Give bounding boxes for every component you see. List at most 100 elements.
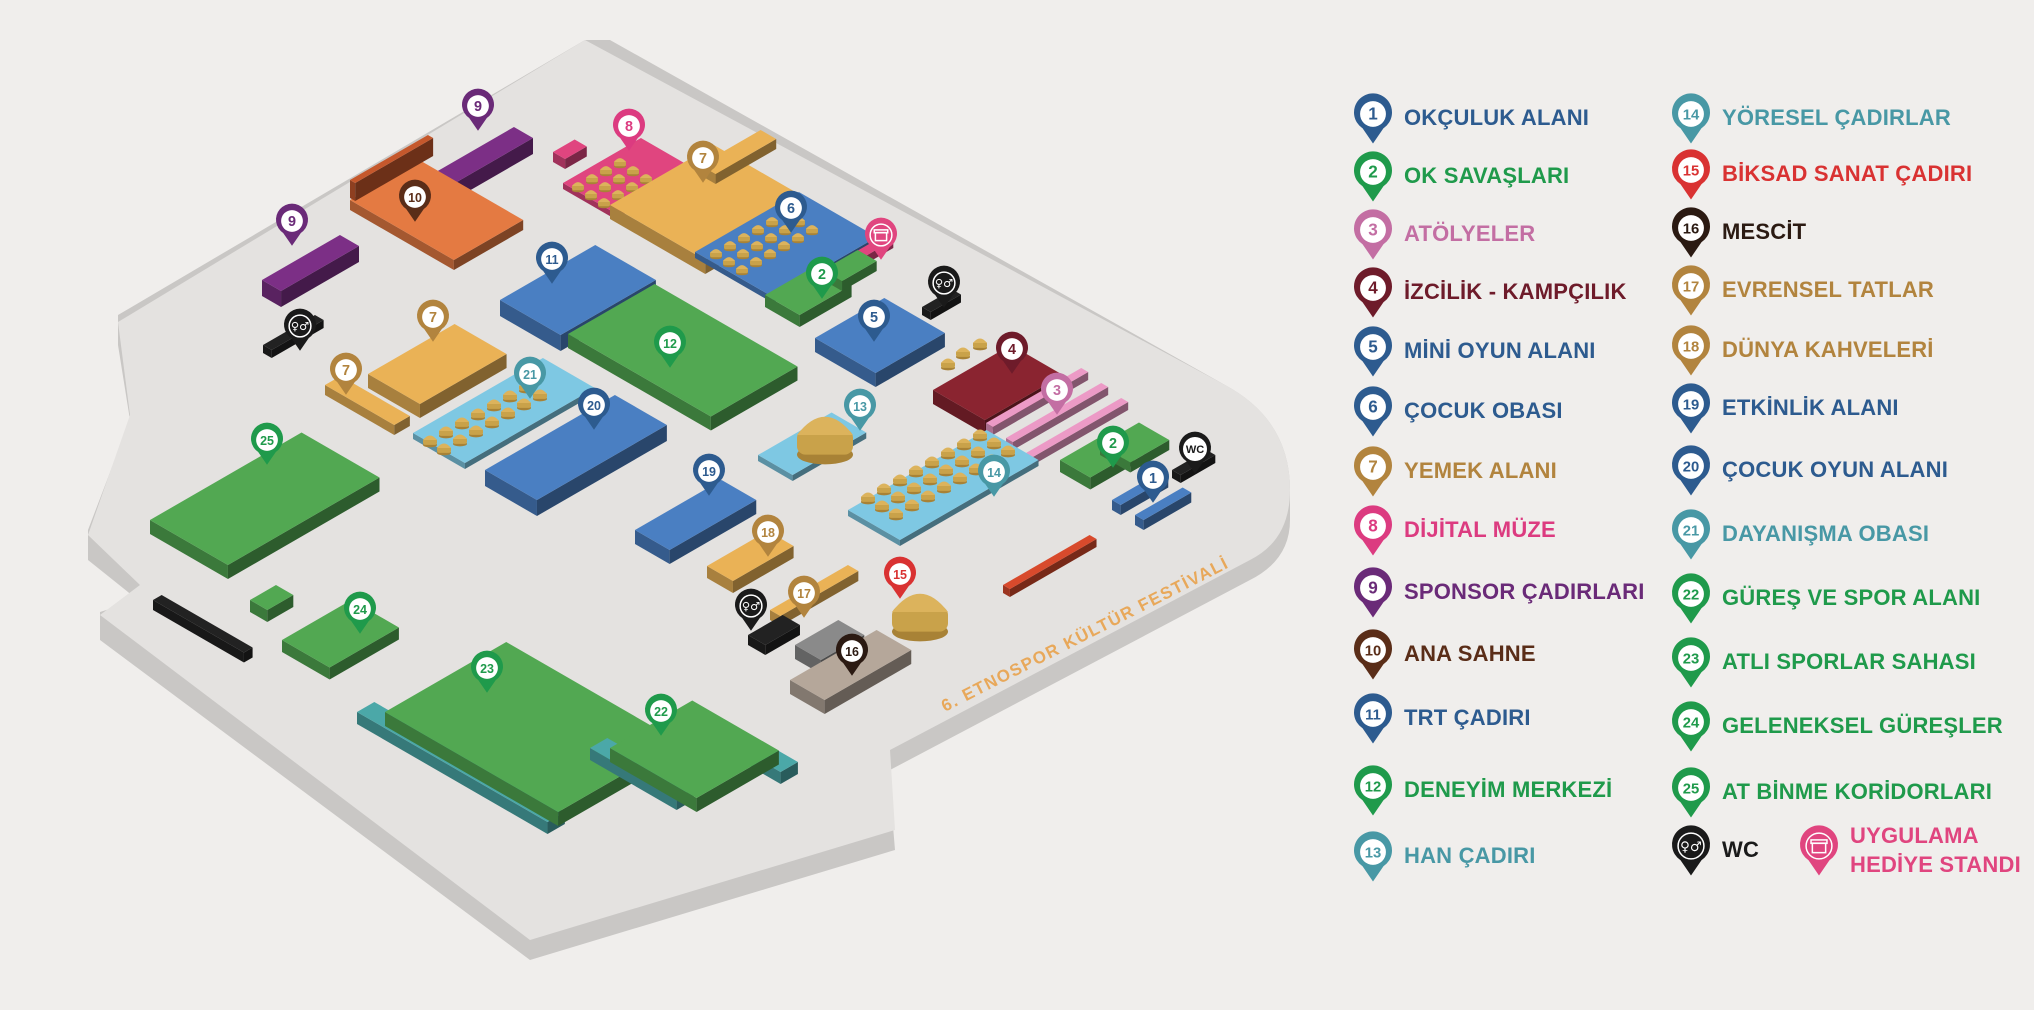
legend-label: TRT ÇADIRI xyxy=(1404,705,1531,730)
yurt-tent xyxy=(599,182,611,193)
legend-pin-icon: 18 xyxy=(1672,325,1710,376)
legend-label: HAN ÇADIRI xyxy=(1404,843,1536,868)
map-pin-17[interactable]: 17 xyxy=(788,575,820,618)
yurt-tent xyxy=(892,593,948,642)
svg-text:16: 16 xyxy=(845,645,859,659)
yurt-tent xyxy=(941,447,955,460)
svg-text:19: 19 xyxy=(1683,398,1699,414)
yurt-tent xyxy=(806,225,818,236)
svg-text:8: 8 xyxy=(1368,517,1378,536)
svg-text:1: 1 xyxy=(1149,471,1157,487)
legend-pin-icon: 4 xyxy=(1354,267,1392,318)
legend-pin-icon: 19 xyxy=(1672,383,1710,434)
map-pin-11[interactable]: 11 xyxy=(536,241,568,284)
svg-text:25: 25 xyxy=(1683,782,1699,798)
map-pin-7[interactable]: 7 xyxy=(330,352,362,395)
map-pin-5[interactable]: 5 xyxy=(858,299,890,342)
svg-text:3: 3 xyxy=(1053,383,1061,399)
map-pin-8[interactable]: 8 xyxy=(613,108,645,151)
wc-pin-icon[interactable]: ♀♂ xyxy=(928,265,960,308)
yurt-tent xyxy=(792,233,804,244)
svg-text:20: 20 xyxy=(587,399,601,413)
children-play-area xyxy=(485,395,667,516)
legend-pin-icon: 15 xyxy=(1672,149,1710,200)
legend-pin-icon: 9 xyxy=(1354,567,1392,618)
svg-text:♀♂: ♀♂ xyxy=(935,277,953,290)
legend-label: ANA SAHNE xyxy=(1404,641,1536,666)
festival-map: 6. ETNOSPOR KÜLTÜR FESTİVALİ 99810761125… xyxy=(88,40,1290,960)
legend-pin-icon: 1 xyxy=(1354,93,1392,144)
legend-label: ATÖLYELER xyxy=(1404,221,1536,246)
wc-label-pin[interactable]: WC xyxy=(1179,431,1211,474)
legend-label: İZCİLİK - KAMPÇILIK xyxy=(1404,279,1627,304)
map-pin-3[interactable]: 3 xyxy=(1041,372,1073,415)
yurt-tent xyxy=(750,257,762,268)
svg-text:19: 19 xyxy=(702,465,716,479)
svg-text:♀♂: ♀♂ xyxy=(291,320,309,333)
svg-text:11: 11 xyxy=(1365,708,1381,724)
legend-pin-icon: 8 xyxy=(1354,505,1392,556)
yurt-tent xyxy=(723,257,735,268)
svg-text:21: 21 xyxy=(523,368,537,382)
svg-text:12: 12 xyxy=(663,337,677,351)
map-pin-10[interactable]: 10 xyxy=(399,179,431,222)
map-pin-24[interactable]: 24 xyxy=(344,591,376,634)
legend-label: YÖRESEL ÇADIRLAR xyxy=(1722,105,1951,130)
gift-pin-icon[interactable] xyxy=(865,217,897,260)
red-gate-posts xyxy=(1003,535,1097,597)
map-pin-20[interactable]: 20 xyxy=(578,387,610,430)
map-pin-9[interactable]: 9 xyxy=(276,203,308,246)
svg-text:16: 16 xyxy=(1683,222,1699,238)
map-pin-7[interactable]: 7 xyxy=(687,140,719,183)
map-pin-2[interactable]: 2 xyxy=(806,256,838,299)
map-pin-18[interactable]: 18 xyxy=(752,514,784,557)
svg-text:2: 2 xyxy=(818,267,826,283)
map-pin-4[interactable]: 4 xyxy=(996,331,1028,374)
legend-label: YEMEK ALANI xyxy=(1404,458,1557,483)
yurt-tent xyxy=(778,241,790,252)
map-pin-7[interactable]: 7 xyxy=(417,299,449,342)
svg-text:7: 7 xyxy=(429,310,437,326)
yurt-tent xyxy=(471,408,485,421)
map-pin-13[interactable]: 13 xyxy=(844,388,876,431)
yurt-tent xyxy=(751,241,763,252)
map-pin-1[interactable]: 1 xyxy=(1137,460,1169,503)
map-pin-25[interactable]: 25 xyxy=(251,422,283,465)
yurt-tent xyxy=(485,416,499,429)
yurt-tent xyxy=(953,472,967,485)
yurt-tent xyxy=(469,425,483,438)
map-pin-21[interactable]: 21 xyxy=(514,356,546,399)
svg-text:14: 14 xyxy=(1683,108,1700,124)
yurt-tent xyxy=(905,499,919,512)
yurt-tent xyxy=(797,416,853,465)
map-pin-9[interactable]: 9 xyxy=(462,88,494,131)
legend-label: MESCİT xyxy=(1722,219,1807,244)
yurt-tent xyxy=(586,174,598,185)
wc-pin-icon[interactable]: ♀♂ xyxy=(735,588,767,631)
map-pin-15[interactable]: 15 xyxy=(884,556,916,599)
legend-label: DÜNYA KAHVELERİ xyxy=(1722,337,1934,362)
map-pin-6[interactable]: 6 xyxy=(775,190,807,233)
map-pin-23[interactable]: 23 xyxy=(471,650,503,693)
legend-pin-icon: 13 xyxy=(1354,831,1392,882)
svg-text:22: 22 xyxy=(654,705,668,719)
map-pin-19[interactable]: 19 xyxy=(693,453,725,496)
yurt-tent xyxy=(501,407,515,420)
map-pin-2[interactable]: 2 xyxy=(1097,425,1129,468)
small-green-block xyxy=(250,585,294,622)
yurt-tent xyxy=(875,500,889,513)
map-pin-12[interactable]: 12 xyxy=(654,325,686,368)
map-pin-22[interactable]: 22 xyxy=(645,693,677,736)
yurt-tent xyxy=(889,508,903,521)
yurt-tent xyxy=(737,249,749,260)
yurt-tent xyxy=(907,482,921,495)
map-pin-14[interactable]: 14 xyxy=(978,454,1010,497)
map-pin-16[interactable]: 16 xyxy=(836,633,868,676)
wc-pin-icon[interactable]: ♀♂ xyxy=(284,308,316,351)
